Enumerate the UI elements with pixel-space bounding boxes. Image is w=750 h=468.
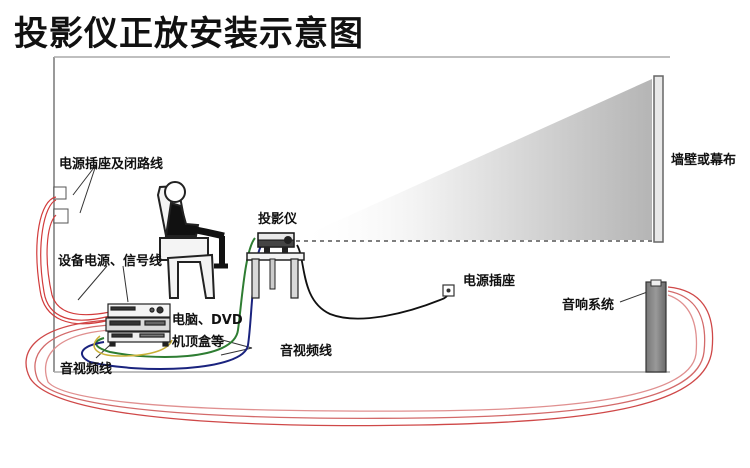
speaker-tower — [645, 279, 667, 373]
projector-table — [246, 252, 305, 299]
wall-socket-left — [53, 186, 69, 224]
page-title: 投影仪正放安装示意图 — [14, 14, 364, 54]
label-projector: 投影仪 — [258, 212, 298, 227]
label-av-cable-right: 音视频线 — [280, 344, 333, 359]
label-power-socket: 电源插座 — [463, 274, 516, 289]
label-device-power-signal: 设备电源、信号线 — [58, 254, 163, 269]
projection-beam — [295, 79, 652, 240]
projector — [257, 232, 295, 253]
cables — [25, 196, 714, 427]
wall-screen — [653, 75, 664, 243]
label-pointers — [72, 164, 651, 359]
label-sound-system: 音响系统 — [562, 298, 615, 313]
label-power-socket-loop: 电源插座及闭路线 — [59, 157, 164, 172]
floor-power-socket — [442, 284, 455, 297]
label-pc-dvd: 电脑、DVD — [172, 313, 243, 328]
av-equipment-stack — [105, 303, 171, 347]
label-wall-screen: 墙壁或幕布 — [671, 153, 737, 168]
label-set-top-box: 机顶盒等 — [172, 335, 225, 350]
label-av-cable-left: 音视频线 — [60, 362, 113, 377]
person-in-armchair — [156, 181, 228, 299]
